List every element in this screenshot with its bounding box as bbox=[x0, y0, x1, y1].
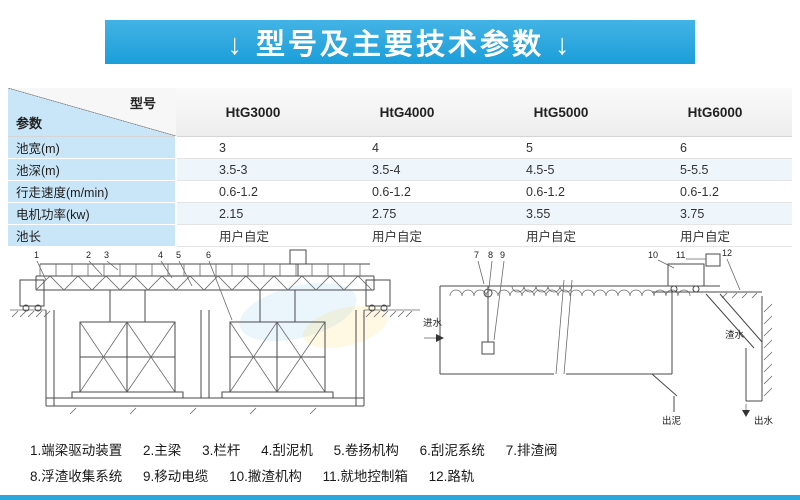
cell-value: 2.15 bbox=[219, 206, 244, 221]
page-title: ↓ 型号及主要技术参数 ↓ bbox=[227, 29, 573, 61]
corner-model-label: 型号 bbox=[129, 96, 156, 111]
legend-line-2: 8.浮渣收集系统 9.移动电缆 10.撇渣机构 11.就地控制箱 12.路轨 bbox=[30, 464, 770, 490]
legend-item: 1.端梁驱动装置 bbox=[30, 443, 123, 458]
cell-value: 6 bbox=[680, 140, 687, 155]
tank-side-walls bbox=[439, 279, 720, 375]
spec-table-wrap: 型号 参数 HtG3000 HtG4000 HtG5000 HtG6000 池宽… bbox=[8, 88, 792, 247]
cell-value: 3 bbox=[219, 140, 226, 155]
column-header-htg4000: HtG4000 bbox=[330, 88, 484, 137]
legend-item: 8.浮渣收集系统 bbox=[30, 469, 123, 484]
bridge-structure bbox=[35, 263, 375, 291]
table-row: 池宽(m) 3 4 5 6 bbox=[8, 136, 792, 159]
row-label: 池宽(m) bbox=[8, 136, 177, 159]
cell-value: 4.5-5 bbox=[526, 162, 555, 177]
bottom-accent-bar bbox=[0, 495, 800, 500]
part-number-2: 2 bbox=[86, 250, 91, 260]
side-view-diagram: 进水 渣水 出水 出泥 7 8 bbox=[423, 248, 774, 427]
flow-labels: 渣水 出水 出泥 bbox=[662, 329, 774, 427]
column-header-htg6000: HtG6000 bbox=[638, 88, 792, 137]
cell-value: 0.6-1.2 bbox=[680, 184, 719, 199]
cell-value: 用户自定 bbox=[680, 230, 731, 244]
part-number-8: 8 bbox=[488, 250, 493, 260]
cell-value: 5-5.5 bbox=[680, 162, 709, 177]
cell-value: 用户自定 bbox=[219, 230, 270, 244]
cell-value: 3.5-4 bbox=[372, 162, 401, 177]
cell-value: 4 bbox=[372, 140, 379, 155]
legend-line-1: 1.端梁驱动装置 2.主梁 3.栏杆 4.刮泥机 5.卷扬机构 6.刮泥系统 7… bbox=[30, 438, 770, 464]
table-row: 池深(m) 3.5-3 3.5-4 4.5-5 5-5.5 bbox=[8, 158, 792, 181]
sludge-out-label: 出泥 bbox=[662, 415, 682, 427]
part-number-11: 11 bbox=[676, 250, 685, 260]
part-number-9: 9 bbox=[500, 250, 505, 260]
column-header-htg5000: HtG5000 bbox=[484, 88, 638, 137]
parts-legend: 1.端梁驱动装置 2.主梁 3.栏杆 4.刮泥机 5.卷扬机构 6.刮泥系统 7… bbox=[30, 438, 770, 490]
page-title-banner: ↓ 型号及主要技术参数 ↓ bbox=[105, 20, 695, 64]
table-row: 池长 用户自定 用户自定 用户自定 用户自定 bbox=[8, 224, 792, 247]
outlet-label: 出水 bbox=[754, 415, 774, 427]
legend-item: 10.撇渣机构 bbox=[229, 469, 302, 484]
discharge-chute bbox=[651, 293, 773, 417]
cell-value: 3.55 bbox=[526, 206, 551, 221]
table-corner-cell: 型号 参数 bbox=[8, 88, 176, 137]
table-row: 行走速度(m/min) 0.6-1.2 0.6-1.2 0.6-1.2 0.6-… bbox=[8, 180, 792, 203]
scraper-towers bbox=[71, 290, 334, 399]
left-part-numbers: 1 2 3 4 5 6 bbox=[34, 250, 233, 321]
technical-diagrams: 1 2 3 4 5 6 进水 bbox=[10, 246, 790, 430]
column-header-htg3000: HtG3000 bbox=[176, 88, 330, 137]
legend-item: 7.排渣阀 bbox=[505, 443, 558, 458]
spec-table: 型号 参数 HtG3000 HtG4000 HtG5000 HtG6000 池宽… bbox=[8, 88, 792, 247]
cell-value: 用户自定 bbox=[526, 230, 577, 244]
inlet-water: 进水 bbox=[423, 317, 444, 342]
cell-value: 0.6-1.2 bbox=[219, 184, 258, 199]
inlet-label: 进水 bbox=[423, 317, 443, 329]
cell-value: 0.6-1.2 bbox=[526, 184, 565, 199]
legend-item: 2.主梁 bbox=[143, 443, 182, 458]
cell-value: 0.6-1.2 bbox=[372, 184, 411, 199]
skimming-unit bbox=[652, 253, 762, 299]
part-number-1: 1 bbox=[34, 250, 39, 260]
table-row: 电机功率(kw) 2.15 2.75 3.55 3.75 bbox=[8, 202, 792, 225]
corner-param-label: 参数 bbox=[16, 116, 43, 131]
part-number-5: 5 bbox=[176, 250, 181, 260]
table-header-row: 型号 参数 HtG3000 HtG4000 HtG5000 HtG6000 bbox=[8, 88, 792, 137]
row-label: 池深(m) bbox=[8, 158, 177, 181]
part-number-3: 3 bbox=[104, 250, 109, 260]
tank-walls bbox=[45, 310, 365, 407]
row-label: 池长 bbox=[8, 224, 177, 247]
cell-value: 3.75 bbox=[680, 206, 705, 221]
legend-item: 5.卷扬机构 bbox=[333, 443, 399, 458]
part-number-6: 6 bbox=[206, 250, 211, 260]
legend-item: 9.移动电缆 bbox=[143, 469, 209, 484]
row-label: 电机功率(kw) bbox=[8, 202, 177, 225]
cell-value: 3.5-3 bbox=[219, 162, 248, 177]
skimmer-chain bbox=[449, 285, 691, 297]
cell-value: 5 bbox=[526, 140, 533, 155]
hoist-column bbox=[481, 286, 495, 355]
legend-item: 3.栏杆 bbox=[202, 443, 241, 458]
legend-item: 11.就地控制箱 bbox=[322, 469, 408, 484]
front-view-diagram: 1 2 3 4 5 6 bbox=[10, 249, 420, 415]
end-drive-units bbox=[19, 249, 391, 312]
part-number-4: 4 bbox=[158, 250, 163, 260]
part-number-7: 7 bbox=[474, 250, 479, 260]
slag-water-label: 渣水 bbox=[725, 329, 745, 341]
legend-item: 4.刮泥机 bbox=[261, 443, 313, 458]
legend-item: 12.路轨 bbox=[428, 469, 475, 484]
part-number-12: 12 bbox=[722, 248, 732, 258]
legend-item: 6.刮泥系统 bbox=[419, 443, 485, 458]
row-label: 行走速度(m/min) bbox=[8, 180, 177, 203]
right-part-numbers: 7 8 9 10 11 12 bbox=[474, 248, 741, 341]
cell-value: 2.75 bbox=[372, 206, 397, 221]
part-number-10: 10 bbox=[648, 250, 658, 260]
cell-value: 用户自定 bbox=[372, 230, 423, 244]
